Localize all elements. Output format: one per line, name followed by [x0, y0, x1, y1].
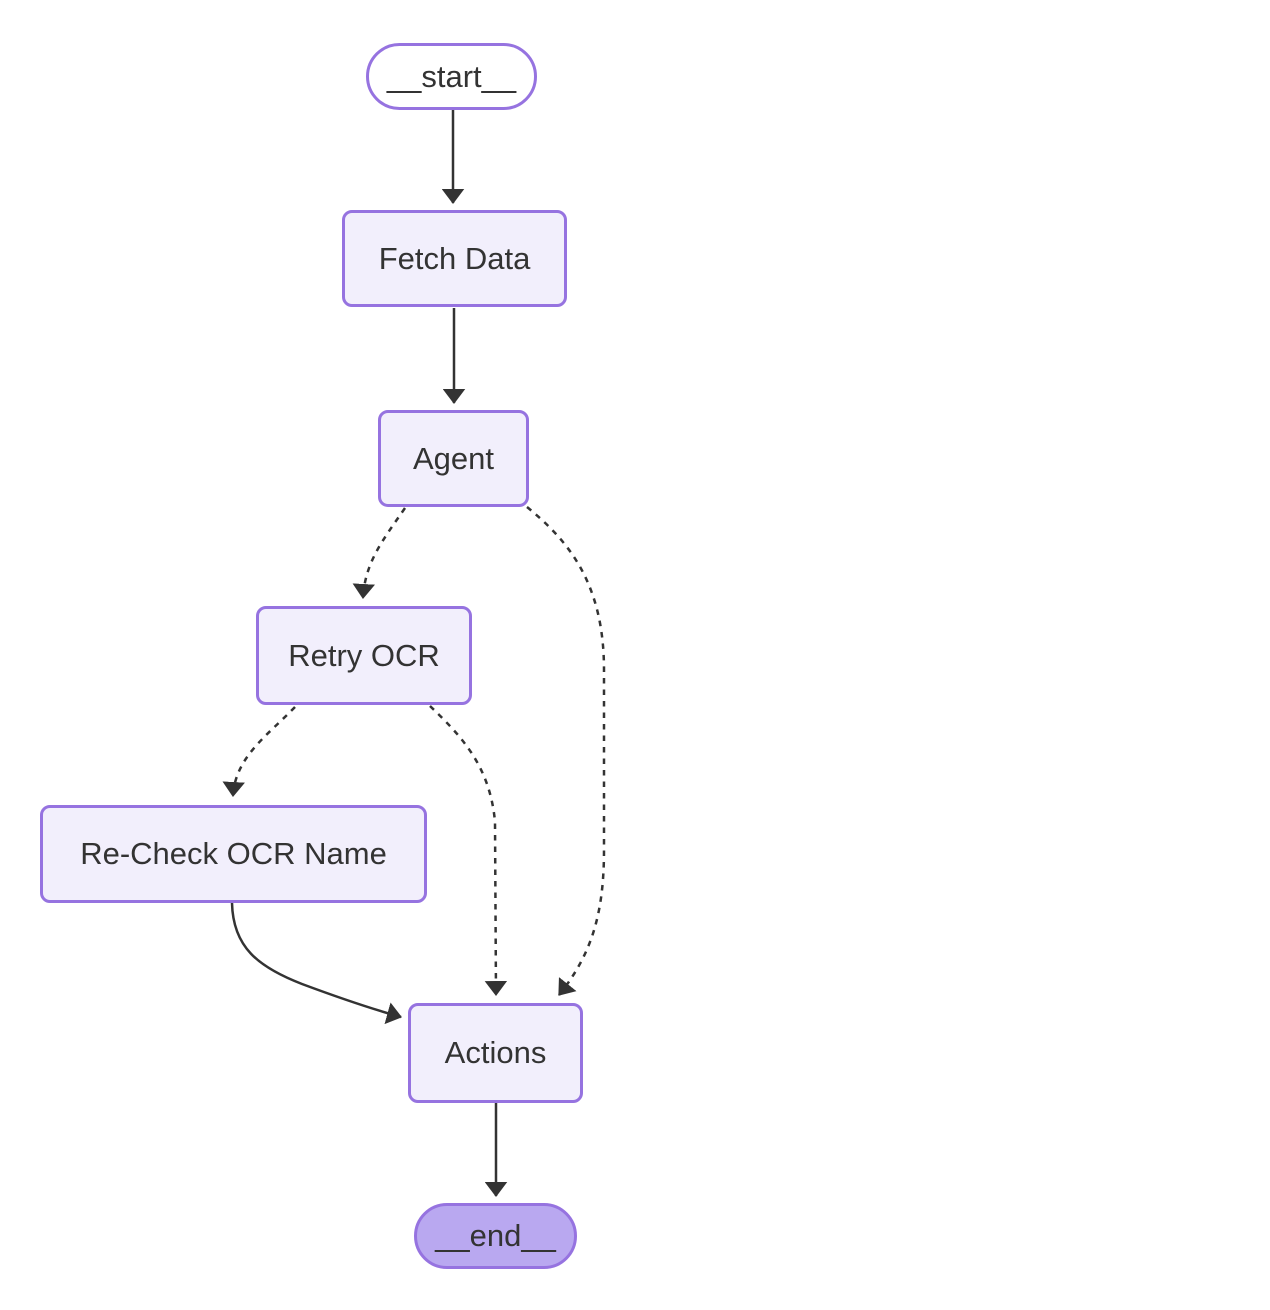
- node-fetch-data-label: Fetch Data: [378, 240, 531, 276]
- edge-agent-to-actions: [526, 506, 606, 996]
- node-fetch-data: Fetch Data: [342, 210, 567, 307]
- edge-retry-ocr-to-recheck-ocr-name: [222, 706, 296, 797]
- node-recheck-ocr-name-label: Re-Check OCR Name: [80, 836, 387, 872]
- node-agent-label: Agent: [412, 440, 494, 476]
- node-recheck-ocr-name: Re-Check OCR Name: [40, 805, 427, 903]
- node-start-label: __start__: [386, 58, 517, 94]
- edge-recheck-ocr-name-to-actions: [230, 902, 402, 1025]
- edge-agent-to-retry-ocr: [352, 507, 407, 599]
- node-end: __end__: [414, 1203, 577, 1269]
- edge-retry-ocr-to-actions: [429, 705, 508, 996]
- node-end-label: __end__: [435, 1218, 556, 1254]
- node-agent: Agent: [378, 410, 529, 507]
- node-retry-ocr-label: Retry OCR: [288, 637, 440, 673]
- node-start: __start__: [366, 43, 537, 110]
- node-actions-label: Actions: [444, 1035, 547, 1071]
- node-actions: Actions: [408, 1003, 583, 1103]
- node-retry-ocr: Retry OCR: [256, 606, 472, 705]
